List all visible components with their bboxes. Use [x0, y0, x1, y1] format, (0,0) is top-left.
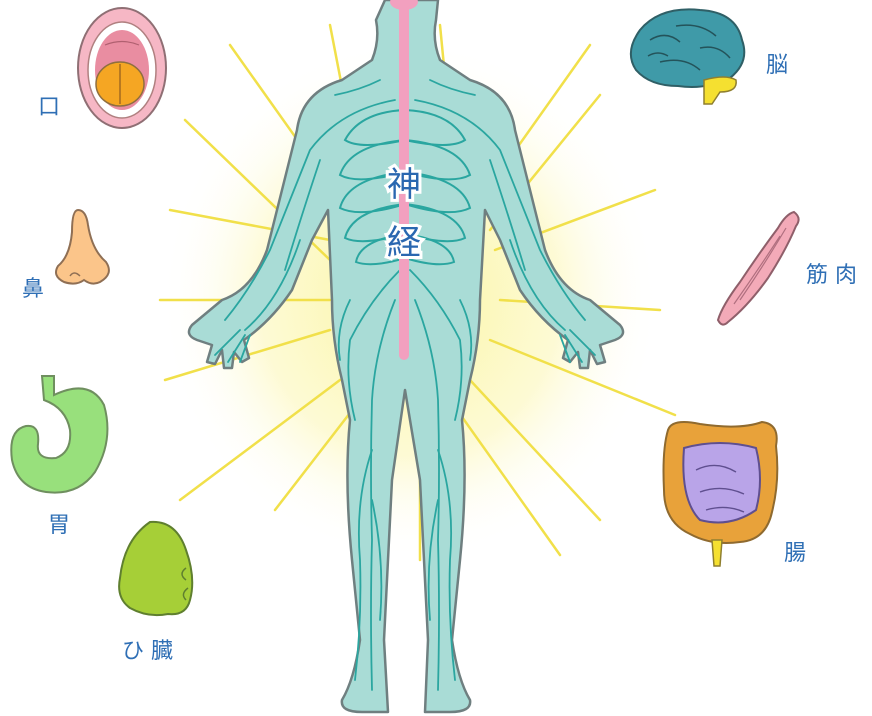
mouth-label: 口: [38, 95, 60, 120]
brain-label: 脳: [766, 53, 788, 78]
center-label-line1: 神: [387, 165, 421, 205]
intestine-illustration: [664, 422, 778, 566]
spleen-illustration: [119, 522, 192, 615]
stomach-label: 胃: [48, 513, 70, 538]
spleen-label: ひ 臓: [122, 639, 173, 664]
mouth-illustration: [78, 8, 166, 128]
nose-label: 鼻: [22, 277, 44, 302]
nose-illustration: [56, 210, 109, 284]
brain-illustration: [631, 9, 744, 104]
muscle-label: 筋 肉: [806, 263, 857, 288]
center-label-line2: 経: [387, 223, 421, 263]
muscle-illustration: [718, 212, 799, 325]
intestine-label: 腸: [784, 541, 806, 566]
stomach-illustration: [11, 376, 107, 493]
